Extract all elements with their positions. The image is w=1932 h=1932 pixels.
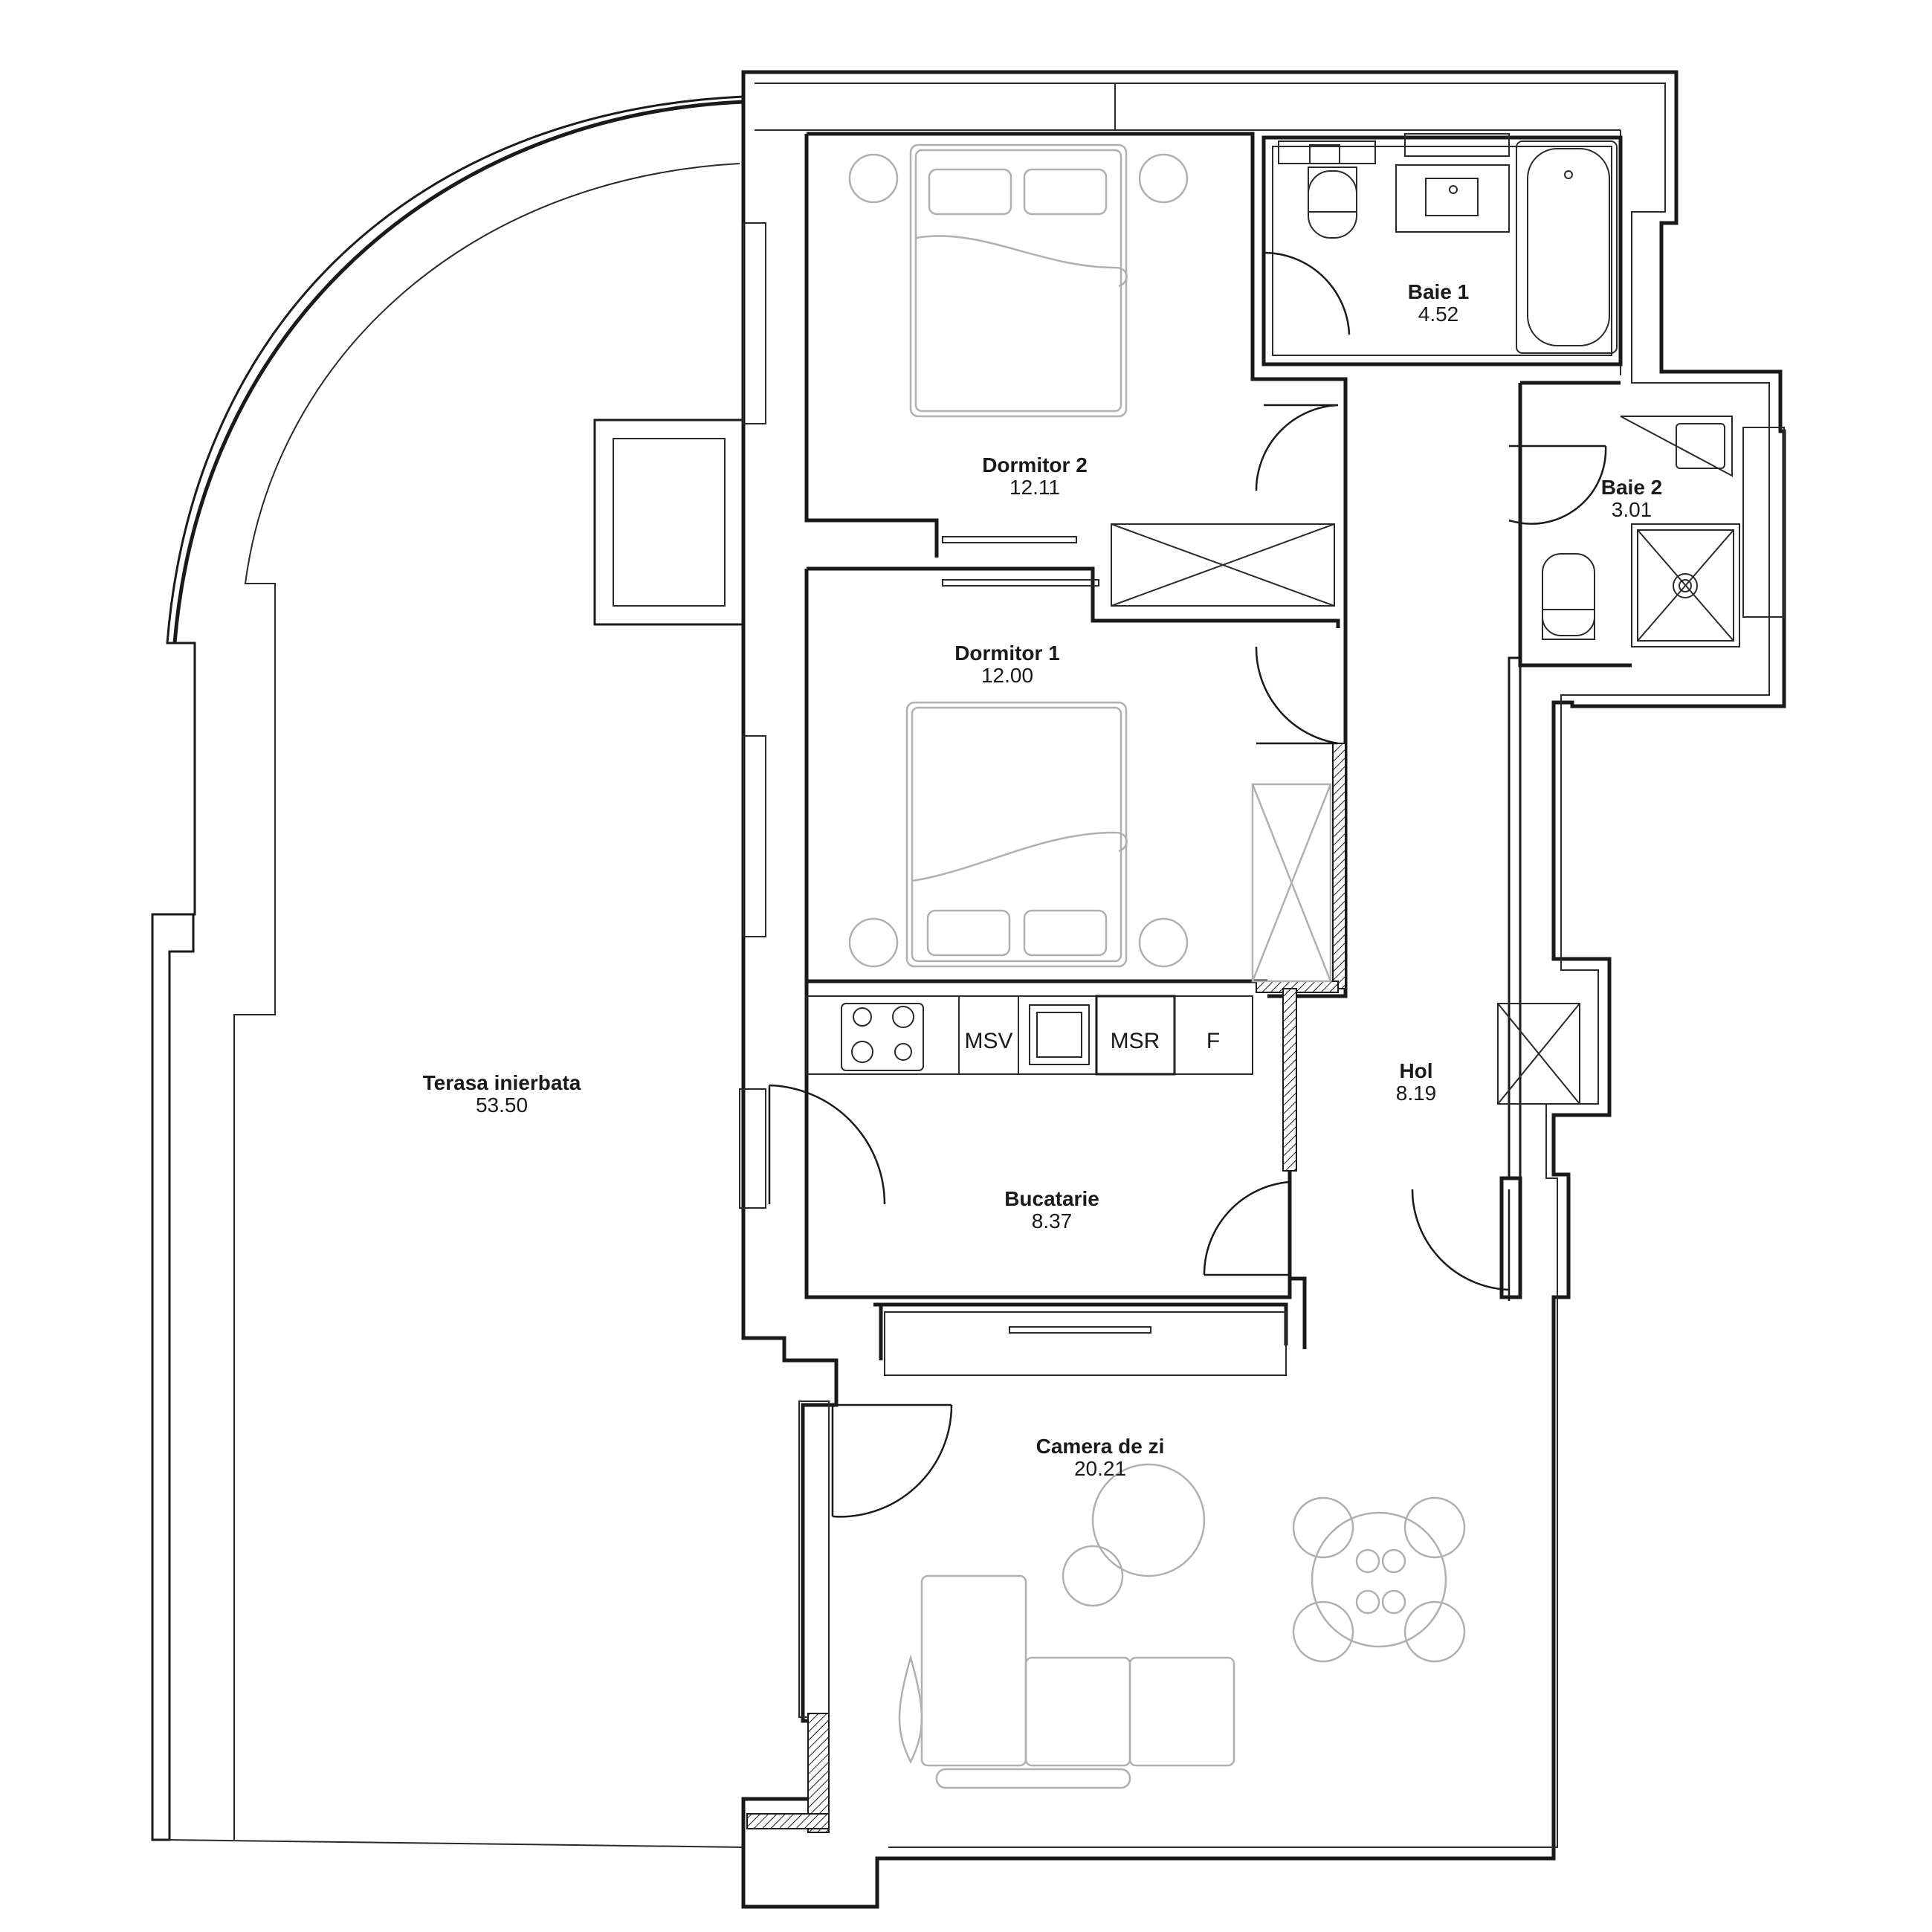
dormitor2-furniture <box>848 143 1335 607</box>
terrace <box>151 95 745 1848</box>
baie2-fixtures <box>1542 416 1785 647</box>
windows-left <box>739 222 830 1718</box>
room-name-baie1: Baie 1 <box>1408 280 1470 303</box>
room-area-baie2: 3.01 <box>1612 498 1652 521</box>
kitchen-counter <box>806 995 1253 1076</box>
room-area-baie1: 4.52 <box>1418 303 1459 326</box>
appliance-labels: MSV MSR F <box>964 1029 1220 1053</box>
room-name-camera: Camera de zi <box>1036 1435 1165 1458</box>
room-area-terasa: 53.50 <box>476 1093 528 1117</box>
room-name-dormitor2: Dormitor 2 <box>982 453 1088 476</box>
doors <box>768 251 1607 1518</box>
appliance-f: F <box>1206 1029 1220 1053</box>
room-area-bucatarie: 8.37 <box>1032 1209 1073 1232</box>
living-furniture <box>884 1311 1466 1789</box>
room-area-camera: 20.21 <box>1074 1457 1126 1480</box>
appliance-msv: MSV <box>964 1029 1012 1053</box>
dormitor1-furniture <box>848 701 1332 983</box>
baie1-fixtures <box>1278 133 1618 354</box>
room-name-hol: Hol <box>1399 1059 1432 1082</box>
interior-walls <box>804 132 1632 1360</box>
room-area-dormitor2: 12.11 <box>1009 476 1060 499</box>
insulation <box>746 743 1346 1833</box>
appliance-msr: MSR <box>1111 1029 1160 1053</box>
room-name-terasa: Terasa inierbata <box>423 1071 581 1094</box>
room-area-hol: 8.19 <box>1396 1082 1437 1105</box>
room-name-dormitor1: Dormitor 1 <box>954 642 1060 665</box>
room-name-baie2: Baie 2 <box>1601 476 1663 499</box>
room-labels: Terasa inierbata 53.50 Dormitor 2 12.11 … <box>423 280 1663 1480</box>
room-area-dormitor1: 12.00 <box>981 664 1033 687</box>
hol-cabinet <box>1497 1003 1580 1105</box>
room-name-bucatarie: Bucatarie <box>1004 1187 1099 1210</box>
